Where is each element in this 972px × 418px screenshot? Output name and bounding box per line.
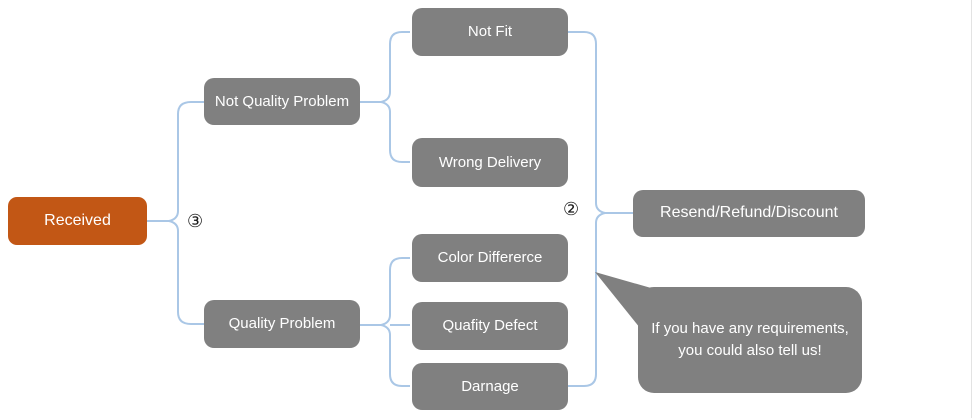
branch-marker-3: ③ <box>187 211 204 231</box>
node-not-quality-problem[interactable]: Not Quality Problem <box>204 78 360 125</box>
node-quality-defect[interactable]: Quafity Defect <box>412 302 568 350</box>
node-color-difference[interactable]: Color Differerce <box>412 234 568 282</box>
node-received[interactable]: Received <box>8 197 147 245</box>
node-resend-refund-discount[interactable]: Resend/Refund/Discount <box>633 190 865 237</box>
node-quality-problem[interactable]: Quality Problem <box>204 300 360 348</box>
node-not-fit[interactable]: Not Fit <box>412 8 568 56</box>
branch-marker-2: ② <box>563 199 580 219</box>
node-wrong-delivery[interactable]: Wrong Delivery <box>412 138 568 187</box>
callout-bubble[interactable]: If you have any requirements, you could … <box>638 287 862 393</box>
node-damage[interactable]: Darnage <box>412 363 568 410</box>
